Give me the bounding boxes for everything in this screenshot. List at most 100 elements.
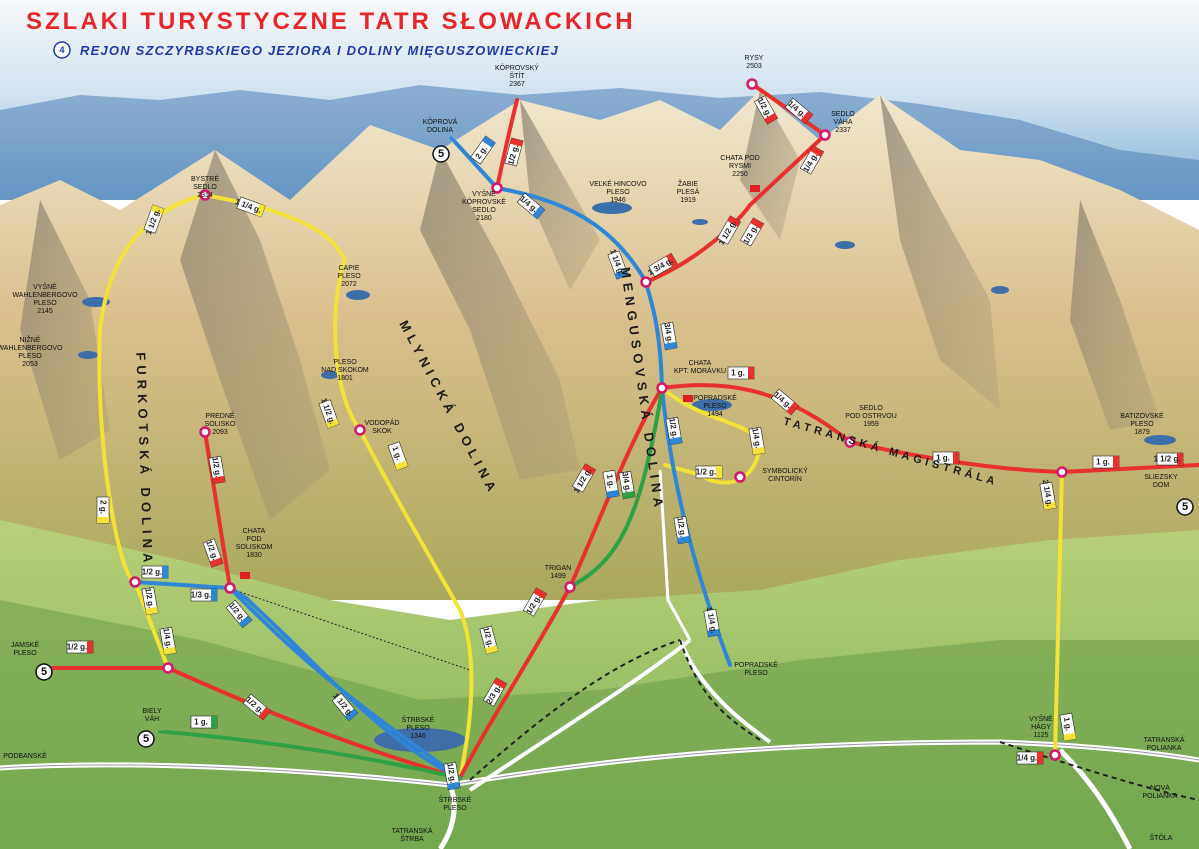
region-marker-number: 5 [1182, 501, 1188, 513]
trail-time-badge: 1 g. [932, 451, 960, 465]
forest-band [0, 600, 1199, 849]
trail-time-badge: 1/4 g. [748, 426, 766, 456]
trail-time-badge: 1/2 g. [202, 538, 224, 568]
trail-time-badge: 1/4 g. [159, 626, 177, 656]
region-marker: 5 [35, 663, 53, 681]
trail-green-biely-vah [163, 730, 462, 780]
trail-time-text: 1/3 g. [191, 591, 211, 600]
trail-time-text: 3/4 g. [620, 471, 632, 493]
map-title: SZLAKI TURYSTYCZNE TATR SŁOWACKICH [26, 8, 636, 35]
trail-time-badge: 1/2 g. [665, 416, 683, 446]
trail-time-text: 1 g. [390, 445, 403, 461]
trail-time-badge: 1/2 g. [479, 625, 499, 655]
trail-time-badge: 1/2 g. [208, 455, 226, 485]
trail-time-badge: 1 1/4 g. [703, 606, 721, 638]
region-marker-number: 5 [143, 733, 149, 745]
trail-time-text: 1 g. [1062, 716, 1073, 731]
trail-time-text: 1/2 g. [143, 587, 155, 609]
trail-time-text: 1 1/2 g. [1153, 455, 1180, 464]
trail-green-trigan [568, 388, 664, 589]
region-markers: 5 5 5 5 [35, 145, 1194, 748]
trail-time-text: 1/2 g. [142, 568, 162, 577]
trail-time-text: 1/4 g. [161, 627, 173, 649]
trail-time-text: 1/2 g. [675, 516, 687, 538]
trail-time-badge: 1 g. [602, 469, 620, 499]
trail-time-badge: 2 1/4 g. [1039, 479, 1057, 511]
trail-time-badge: 1/2 g. [141, 565, 169, 579]
trail-yellow-hagy [1053, 470, 1064, 757]
region-number-badge: 4 [53, 41, 71, 59]
trail-time-badge: 1/2 g. [673, 515, 691, 545]
trail-time-badge: 1 1/2 g. [1153, 452, 1184, 466]
trail-time-badge: 1/4 g. [1016, 751, 1044, 765]
trail-time-badges: 2 g.1/2 g.1/4 g.1 1/4 g.1 3/4 g.1/2 g.1/… [66, 95, 1184, 791]
trail-time-badge: 1/2 g. [443, 761, 461, 791]
trail-time-badge: 1 g. [1059, 712, 1077, 742]
trail-time-text: 1/4 g. [1017, 754, 1037, 763]
trail-time-text: 1/2 g. [667, 417, 679, 439]
region-marker-number: 5 [438, 148, 444, 160]
trail-time-badge: 1/2 g. [66, 640, 94, 654]
trail-time-text: 2 g. [99, 500, 108, 514]
trail-time-text: 1 g. [731, 369, 745, 378]
trail-time-text: 1 g. [605, 473, 616, 488]
trail-time-text: 1 g. [1096, 458, 1110, 467]
trail-time-text: 1 g. [936, 454, 950, 463]
trail-time-badge: 2 g. [96, 496, 110, 524]
trail-yellow-furkotska [97, 193, 474, 780]
region-marker: 5 [137, 730, 155, 748]
region-number: 4 [59, 45, 64, 55]
trail-blue-mengusovska [133, 140, 732, 780]
region-marker: 5 [432, 145, 450, 163]
junctions [129, 78, 1068, 761]
trail-time-badge: 1 1/2 g. [331, 691, 359, 722]
railways [469, 639, 1199, 801]
trail-time-badge: 1/3 g. [190, 588, 218, 602]
trail-time-badge: 1/2 g. [141, 586, 159, 616]
trail-time-badge: 3/4 g. [660, 321, 678, 351]
region-marker-number: 5 [41, 666, 47, 678]
trail-time-text: 1/2 g. [696, 468, 716, 477]
trail-time-text: 1/4 g. [750, 427, 762, 449]
region-marker: 5 [1176, 498, 1194, 516]
trail-time-badge: 2 g. [470, 135, 496, 165]
trail-time-text: 1/2 g. [445, 762, 457, 784]
trail-time-badge: 1 g. [727, 366, 755, 380]
trail-time-text: 3/4 g. [662, 322, 674, 344]
trail-time-text: 1/2 g. [210, 456, 222, 478]
map-subtitle: REJON SZCZYRBSKIEGO JEZIORA I DOLINY MIĘ… [80, 43, 559, 58]
cableway [239, 591, 471, 671]
